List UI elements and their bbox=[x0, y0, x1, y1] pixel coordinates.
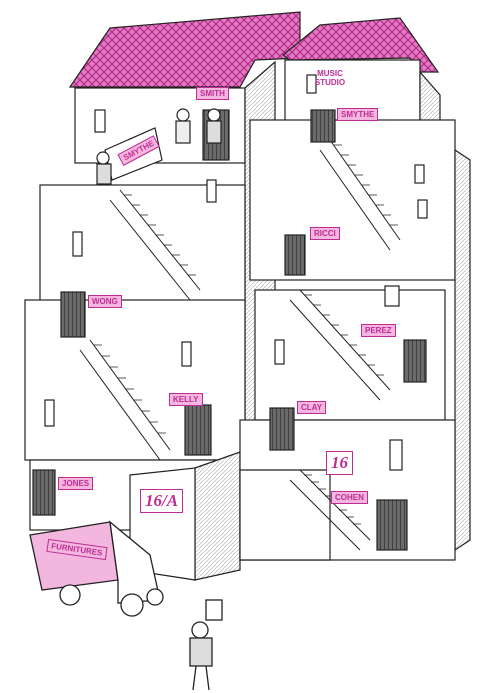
label-cohen: COHEN bbox=[331, 491, 368, 504]
label-ricci: RICCI bbox=[310, 227, 340, 240]
right-building bbox=[239, 59, 471, 561]
label-kelly: KELLY bbox=[169, 393, 203, 406]
label-number-16: 16 bbox=[326, 451, 353, 475]
label-smith: SMITH bbox=[196, 87, 229, 100]
label-clay: CLAY bbox=[297, 401, 327, 414]
label-music-studio: MUSIC STUDIO bbox=[314, 69, 346, 87]
label-wong: WONG bbox=[88, 295, 122, 308]
label-perez: PEREZ bbox=[361, 324, 396, 337]
furniture-truck bbox=[29, 520, 164, 617]
label-smythe-door: SMYTHE bbox=[337, 108, 379, 121]
doors bbox=[32, 109, 427, 551]
label-jones: JONES bbox=[58, 477, 94, 490]
windows bbox=[44, 74, 428, 471]
label-number-16a: 16/A bbox=[140, 489, 184, 513]
person-with-note bbox=[189, 599, 223, 691]
staircases bbox=[79, 139, 401, 551]
